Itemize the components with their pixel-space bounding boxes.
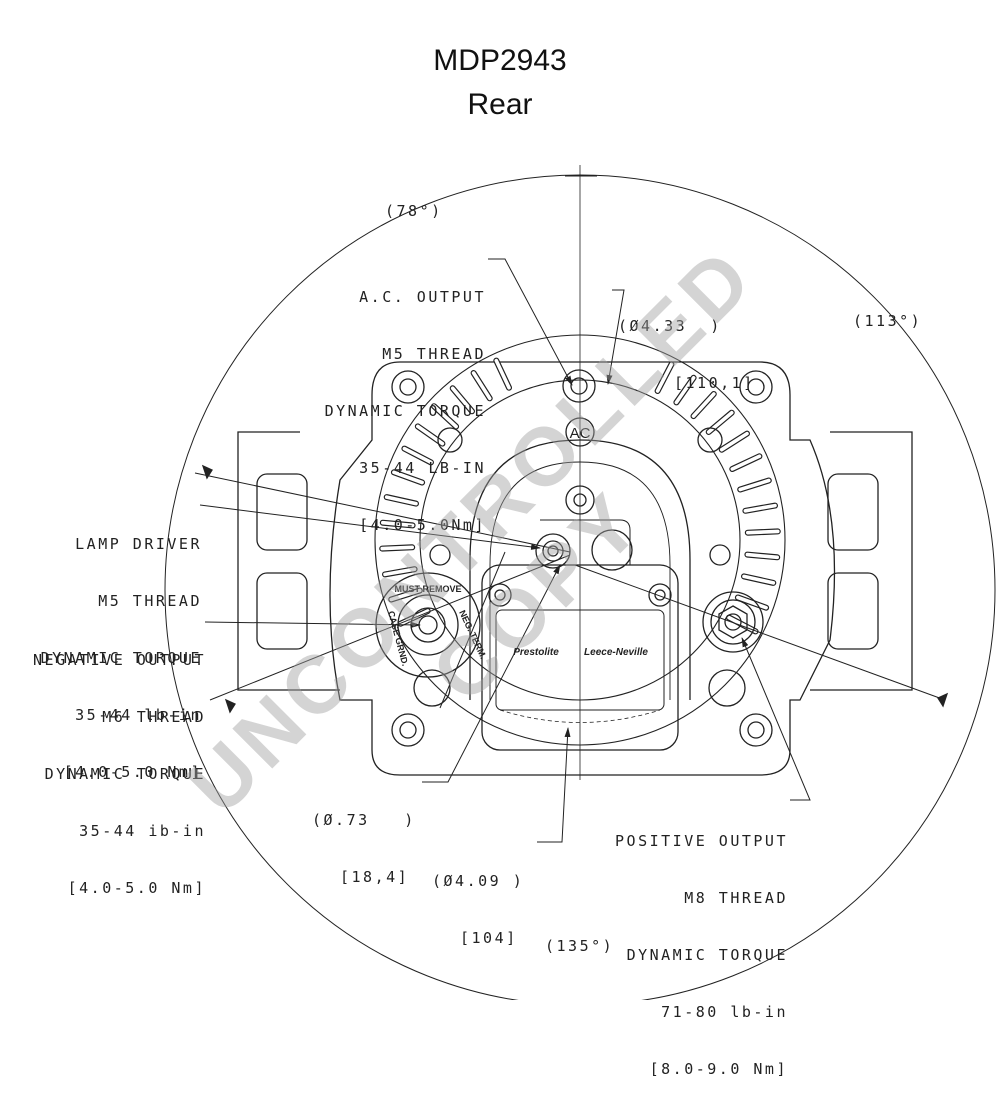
- callout-line: LAMP DRIVER: [75, 535, 202, 553]
- cooling-fin-slot: [736, 595, 768, 610]
- cooling-fin-slot: [392, 470, 424, 485]
- angle-right: (113°): [853, 312, 923, 330]
- rectifier-arch: [469, 439, 691, 700]
- callout-line: A.C. OUTPUT: [359, 288, 486, 306]
- cooling-fin-slot: [655, 362, 674, 393]
- model-number: MDP2943: [433, 44, 567, 77]
- callout-line: DYNAMIC TORQUE: [40, 649, 202, 667]
- bolt-circle-dimension: (Ø4.33 ) [110,1]: [618, 279, 755, 431]
- cooling-fin-slot: [380, 545, 415, 551]
- dimension-line: [110,1]: [674, 374, 755, 392]
- callout-line: 35-44 ib-in: [79, 822, 206, 840]
- callout-line: M6 THREAD: [102, 708, 206, 726]
- dimension-line: [18,4]: [340, 868, 410, 886]
- hole-dimension: (Ø.73 ) [18,4]: [312, 773, 416, 925]
- cooling-fin-slot: [745, 529, 780, 535]
- callout-line: [4.0-5.0Nm]: [359, 516, 486, 534]
- callout-line: DYNAMIC TORQUE: [324, 402, 486, 420]
- ac-output-terminal: [562, 369, 596, 403]
- callout-line: 35-44 lb-in: [75, 706, 202, 724]
- corner-bolt-top-right: [739, 370, 773, 404]
- cooling-fin-slot: [383, 567, 417, 577]
- corner-bolt-bottom-right: [739, 713, 773, 747]
- brand-prestolite: Prestolite: [513, 647, 559, 658]
- neg-term-label: NEG. TERM.: [457, 609, 488, 661]
- negative-output-callout: NEGATIVE OUTPUT M6 THREAD DYNAMIC TORQUE…: [10, 613, 206, 936]
- callout-line: 35-44 LB-IN: [359, 459, 486, 477]
- callout-line: [4.0-5.0 Nm]: [63, 763, 202, 781]
- callout-line: [4.0-5.0 Nm]: [67, 879, 206, 897]
- dimension-line: [104]: [460, 929, 518, 947]
- cooling-fin-slot: [402, 446, 433, 465]
- dimension-line: (Ø4.09 ): [432, 872, 525, 890]
- brand-leece-neville: Leece-Neville: [584, 647, 648, 658]
- must-remove-label: MUST REMOVE: [394, 584, 461, 594]
- view-label: Rear: [467, 88, 533, 121]
- right-mounting-ear: [810, 431, 913, 691]
- cooling-fin-slot: [450, 386, 474, 414]
- callout-line: M8 THREAD: [684, 889, 788, 907]
- plug-hole: [591, 529, 633, 571]
- callout-line: POSITIVE OUTPUT: [615, 832, 788, 850]
- callout-line: 71-80 lb-in: [661, 1003, 788, 1021]
- leader-lines: [194, 258, 946, 843]
- cooling-fin-slot: [494, 358, 511, 390]
- ac-terminal-label: AC: [570, 425, 591, 442]
- cooling-fin-slot: [471, 371, 492, 401]
- callout-line: M5 THREAD: [98, 592, 202, 610]
- callout-line: NEGATIVE OUTPUT: [33, 651, 206, 669]
- callout-line: DYNAMIC TORQUE: [44, 765, 206, 783]
- cooling-fin-slot: [719, 431, 749, 452]
- dimension-line: (Ø.73 ): [312, 811, 416, 829]
- housing-outline: [329, 361, 836, 776]
- cooling-fin-slot: [743, 503, 777, 513]
- cooling-fin-slot: [745, 552, 780, 560]
- cooling-fin-slot: [691, 392, 716, 418]
- callout-line: [8.0-9.0 Nm]: [649, 1060, 788, 1078]
- rear-view-drawing: AC MUST REMOVE NEG. TERM. CASE GRND. Pre…: [164, 165, 996, 1000]
- positive-output-callout: POSITIVE OUTPUT M8 THREAD DYNAMIC TORQUE…: [590, 794, 788, 1117]
- label-plate: [495, 609, 665, 711]
- cooling-fin-slot: [389, 588, 422, 602]
- drawing-sheet: MDP2943 Rear: [10, 44, 996, 1078]
- lamp-driver-callout: LAMP DRIVER M5 THREAD DYNAMIC TORQUE 35-…: [20, 497, 202, 820]
- ac-output-callout: A.C. OUTPUT M5 THREAD DYNAMIC TORQUE 35-…: [290, 250, 486, 573]
- cooling-fin-slot: [738, 478, 771, 492]
- cooling-fin-slot: [432, 404, 458, 429]
- angle-bottom: (135°): [545, 937, 615, 955]
- dimension-line: (Ø4.33 ): [618, 317, 722, 335]
- corner-bolt-top-left: [391, 370, 425, 404]
- ac-marker-circle: [565, 417, 595, 447]
- cooling-fin-slot: [742, 574, 776, 585]
- pilot-dimension: (Ø4.09 ) [104]: [432, 834, 524, 986]
- callout-line: DYNAMIC TORQUE: [626, 946, 788, 964]
- positive-output-terminal: [702, 591, 764, 653]
- angle-top-left: (78°): [385, 202, 443, 220]
- corner-bolt-bottom-left: [391, 713, 425, 747]
- cooling-fin-slot: [730, 454, 762, 471]
- cooling-fin-slot: [384, 495, 418, 506]
- cooling-fin-slot: [380, 520, 415, 528]
- cooling-fin-slot: [674, 375, 696, 405]
- callout-line: M5 THREAD: [382, 345, 486, 363]
- regulator-plate: [481, 564, 679, 751]
